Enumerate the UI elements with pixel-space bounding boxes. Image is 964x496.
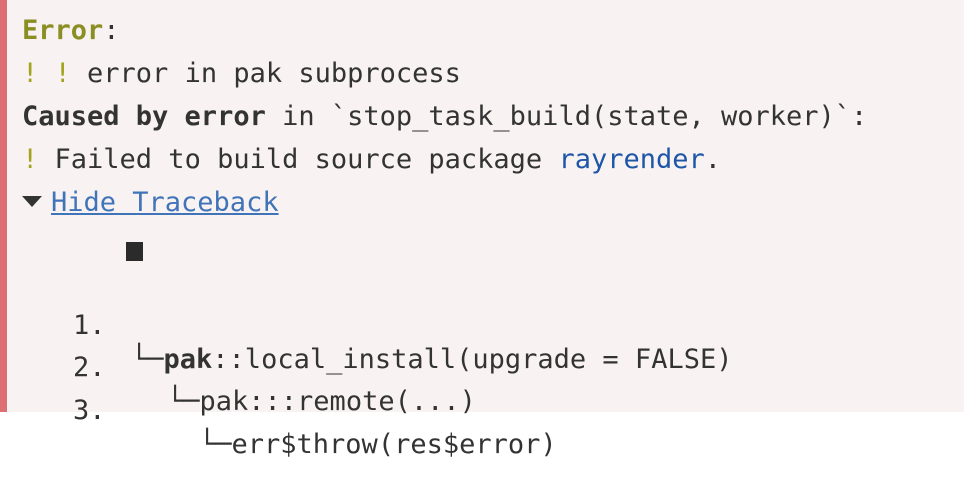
caret-down-icon[interactable] [22, 196, 42, 207]
failure-text: Failed to build source package [38, 144, 559, 175]
hide-traceback-link[interactable]: Hide Traceback [51, 187, 279, 218]
traceback-call: └─pak:::remote(...) [167, 385, 476, 419]
error-output-panel: Error: ! ! error in pak subprocess Cause… [0, 0, 964, 460]
traceback-row: 1. └─pak::local_install(upgrade = FALSE) [7, 275, 732, 411]
package-name: rayrender [558, 144, 705, 175]
error-message-text: error in pak subprocess [70, 58, 461, 89]
traceback-row: 3. └─err$throw(res$error) [7, 360, 557, 496]
traceback-row-number: 1. [73, 310, 106, 341]
error-title-line: Error: [22, 14, 120, 48]
traceback-toggle[interactable]: Hide Traceback [22, 186, 279, 220]
caused-by-text: in `stop_task_build(state, worker)`: [265, 101, 868, 132]
tree-root-block-icon [126, 242, 143, 261]
error-message-line: ! ! error in pak subprocess [22, 57, 461, 91]
traceback-row-number: 2. [73, 352, 106, 383]
failure-period: . [704, 144, 722, 175]
failure-bang-prefix: ! [22, 144, 39, 175]
traceback-package: pak [163, 344, 213, 375]
error-title: Error [22, 15, 104, 46]
traceback-call-text: pak:::remote(...) [199, 386, 476, 417]
error-title-colon: : [103, 15, 120, 46]
caused-by-label: Caused by error [22, 101, 266, 132]
traceback-call: └─err$throw(res$error) [199, 428, 557, 462]
failure-line: ! Failed to build source package rayrend… [22, 143, 721, 177]
traceback-call-text: ::local_install(upgrade = FALSE) [212, 344, 733, 375]
traceback-row-number: 3. [73, 395, 106, 426]
tree-branch: └─ [167, 386, 200, 417]
traceback-call: └─pak::local_install(upgrade = FALSE) [131, 343, 732, 377]
traceback-call-text: err$throw(res$error) [231, 429, 557, 460]
tree-branch: └─ [131, 344, 164, 375]
caused-by-line: Caused by error in `stop_task_build(stat… [22, 100, 867, 134]
error-bang-prefix: ! ! [22, 58, 71, 89]
tree-branch: └─ [199, 429, 232, 460]
